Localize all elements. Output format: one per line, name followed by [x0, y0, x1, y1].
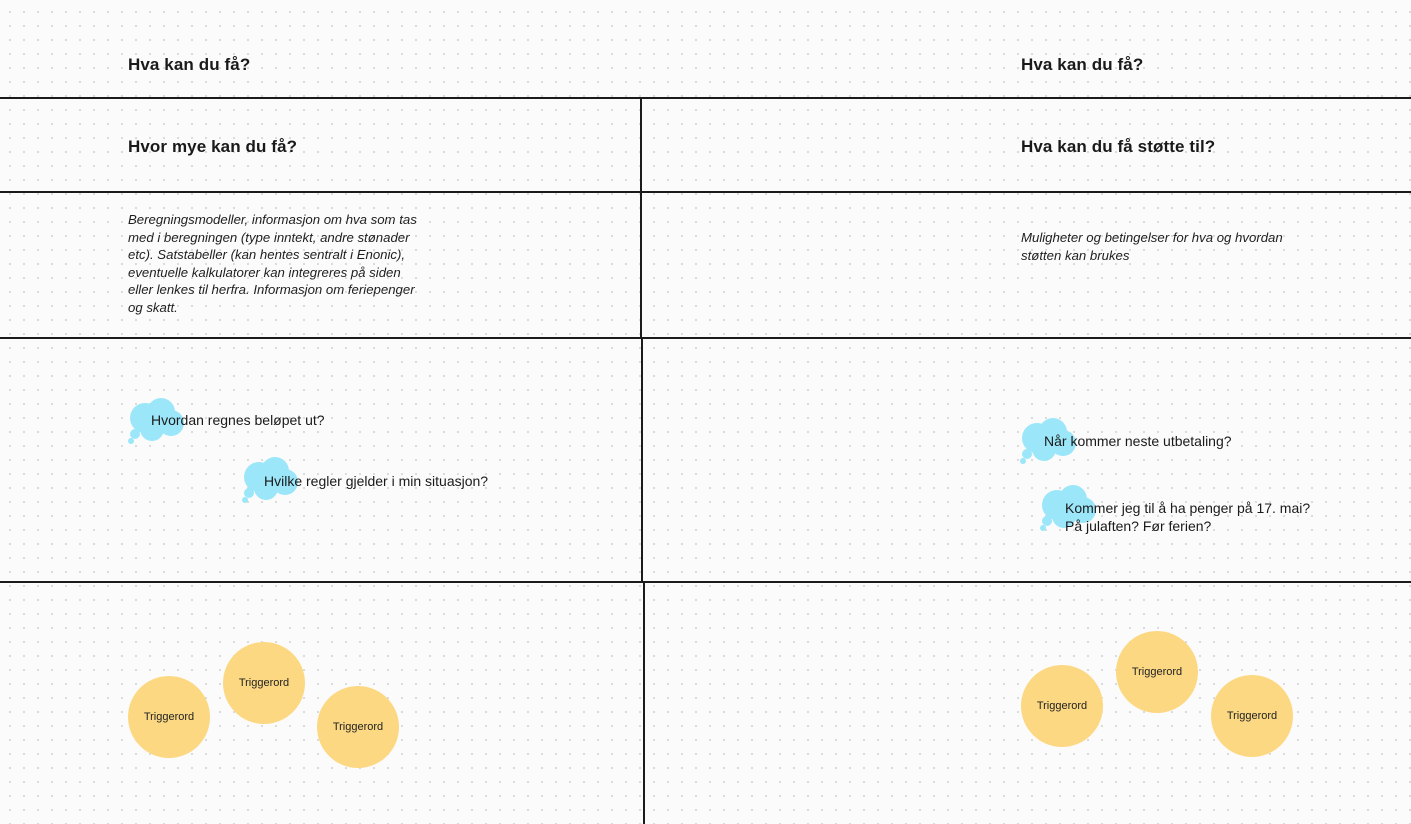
trigger-sticky[interactable]: Triggerord — [1116, 631, 1198, 713]
question-bubble[interactable]: Hvilke regler gjelder i min situasjon? — [241, 455, 501, 505]
trigger-sticky[interactable]: Triggerord — [128, 676, 210, 758]
question-text: Hvordan regnes beløpet ut? — [151, 412, 325, 428]
divider-column-lower — [643, 581, 645, 824]
divider-column-middle — [641, 337, 643, 581]
trigger-sticky[interactable]: Triggerord — [223, 642, 305, 724]
description-line: Beregningsmodeller, informasjon om hva s… — [128, 212, 417, 227]
divider-column-upper — [640, 97, 642, 337]
thought-bubble-icon — [1020, 418, 1076, 464]
description-line: eller lenkes til herfra. Informasjon om … — [128, 282, 415, 298]
description-line: støtten kan brukes — [1021, 247, 1130, 263]
question-text: Kommer jeg til å ha penger på 17. mai? P… — [1065, 500, 1311, 534]
question-text: Hvilke regler gjelder i min situasjon? — [264, 473, 489, 489]
divider-row-4 — [0, 581, 1411, 583]
trigger-sticky[interactable]: Triggerord — [1021, 665, 1103, 747]
section-heading-stotte: Hva kan du få støtte til? — [1021, 137, 1216, 156]
divider-row-2 — [0, 191, 1411, 193]
description-line: og skatt. — [128, 299, 178, 315]
thought-bubble-icon — [1040, 485, 1096, 531]
divider-row-1 — [0, 97, 1411, 99]
divider-row-3 — [0, 337, 1411, 339]
section-heading-hvor-mye: Hvor mye kan du få? — [128, 137, 298, 156]
question-text: Når kommer neste utbetaling? — [1044, 433, 1232, 449]
description-line: etc). Satstabeller (kan hentes sentralt … — [128, 247, 406, 263]
thought-bubble-icon — [128, 398, 184, 444]
question-bubble[interactable]: Kommer jeg til å ha penger på 17. mai? P… — [1039, 483, 1329, 539]
description-line: med i beregningen (type inntekt, andre s… — [128, 229, 410, 245]
description-line: Muligheter og betingelser for hva og hvo… — [1021, 230, 1283, 245]
section-heading-top-right: Hva kan du få? — [1021, 55, 1144, 74]
question-bubble[interactable]: Hvordan regnes beløpet ut? — [127, 396, 357, 446]
trigger-sticky[interactable]: Triggerord — [1211, 675, 1293, 757]
question-bubble[interactable]: Når kommer neste utbetaling? — [1019, 416, 1249, 466]
trigger-sticky[interactable]: Triggerord — [317, 686, 399, 768]
description-line: eventuelle kalkulatorer kan integreres p… — [128, 264, 401, 280]
description-right: Muligheter og betingelser for hva og hvo… — [1021, 229, 1341, 264]
thought-bubble-icon — [242, 457, 298, 503]
section-heading-top-left: Hva kan du få? — [128, 55, 251, 74]
description-left: Beregningsmodeller, informasjon om hva s… — [128, 211, 458, 317]
